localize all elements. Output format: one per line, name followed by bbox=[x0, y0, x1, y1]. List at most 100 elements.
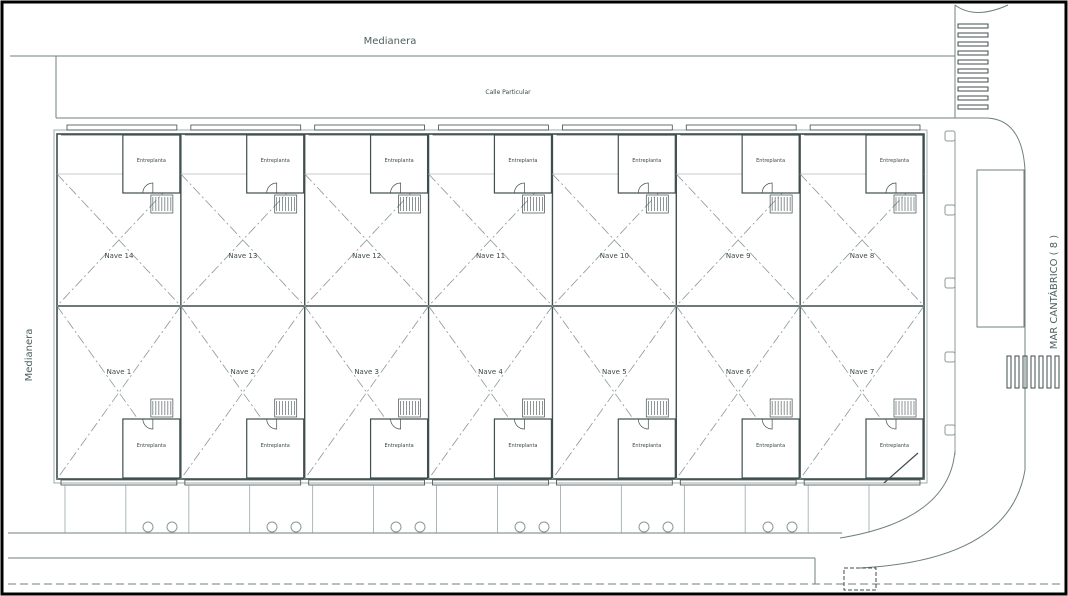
mezzanine-box-top bbox=[122, 134, 181, 194]
street-tree-bottom bbox=[538, 521, 550, 533]
bottom-facade-segment bbox=[556, 479, 673, 486]
staircase-top bbox=[274, 194, 298, 214]
door-swing bbox=[885, 418, 897, 430]
street-tree-bottom bbox=[514, 521, 526, 533]
nave-label-top: Nave 8 bbox=[850, 252, 875, 260]
crosswalk-stripe-right bbox=[1038, 355, 1044, 389]
street-tree-bottom bbox=[390, 521, 402, 533]
left-street-label: Medianera bbox=[24, 329, 35, 382]
crosswalks bbox=[843, 23, 1060, 591]
staircase-top bbox=[893, 194, 917, 214]
door-swing bbox=[266, 418, 278, 430]
door-swing bbox=[142, 418, 154, 430]
roof-diagonal bbox=[428, 173, 553, 307]
street-tree-bottom bbox=[786, 521, 798, 533]
stair-frame bbox=[645, 194, 669, 214]
mezzanine-box-top bbox=[617, 134, 676, 194]
staircase-bottom bbox=[522, 398, 545, 418]
door-swing bbox=[266, 182, 278, 194]
staircase-top bbox=[522, 194, 545, 214]
door-swing bbox=[142, 182, 154, 194]
stair-frame bbox=[645, 398, 669, 418]
street-tree-bottom bbox=[290, 521, 302, 533]
street-tree-bottom bbox=[142, 521, 154, 533]
mezzanine-box-top bbox=[865, 134, 924, 194]
nave-label-top: Nave 12 bbox=[352, 252, 381, 260]
bottom-facade-segment bbox=[60, 479, 178, 486]
crosswalk-stripe-top bbox=[957, 32, 989, 38]
staircase-bottom bbox=[769, 398, 793, 418]
street-tree-right bbox=[944, 277, 956, 289]
mezzanine-label-top: Entreplanta bbox=[137, 158, 166, 164]
mezzanine-box-top bbox=[741, 134, 800, 194]
door-swing bbox=[514, 182, 525, 194]
top-facade-segment bbox=[438, 124, 549, 131]
stair-frame bbox=[274, 194, 298, 214]
stair-frame bbox=[893, 194, 917, 214]
mezzanine-label-bottom: Entreplanta bbox=[632, 443, 661, 449]
crosswalk-stripe-right bbox=[1030, 355, 1036, 389]
bottom-facade-segment bbox=[308, 479, 425, 486]
mezzanine-label-top: Entreplanta bbox=[632, 158, 661, 164]
staircase-bottom bbox=[274, 398, 298, 418]
nave-label-bottom: Nave 6 bbox=[726, 368, 751, 376]
roof-diagonal bbox=[675, 173, 801, 307]
street-tree-right bbox=[944, 130, 956, 142]
bottom-facade-segment bbox=[803, 479, 921, 486]
nave-label-bottom: Nave 1 bbox=[107, 368, 132, 376]
door-swing bbox=[885, 182, 897, 194]
street-tree-right bbox=[944, 424, 956, 436]
door-swing bbox=[390, 182, 401, 194]
roof-diagonal bbox=[304, 173, 429, 307]
staircase-top bbox=[645, 194, 669, 214]
stair-frame bbox=[150, 194, 174, 214]
crosswalk-stripe-right bbox=[1022, 355, 1028, 389]
stair-frame bbox=[398, 398, 421, 418]
door-swing bbox=[514, 418, 525, 430]
staircase-bottom bbox=[893, 398, 917, 418]
crosswalk-stripe-top bbox=[957, 77, 989, 83]
nave-label-top: Nave 14 bbox=[104, 252, 134, 260]
nave-label-top: Nave 9 bbox=[726, 252, 751, 260]
street-tree-bottom bbox=[638, 521, 650, 533]
top-facade-segment bbox=[66, 124, 178, 131]
stair-frame bbox=[769, 194, 793, 214]
crosswalk-stripe-right bbox=[1054, 355, 1060, 389]
nave-label-bottom: Nave 4 bbox=[478, 368, 503, 376]
mezzanine-label-top: Entreplanta bbox=[508, 158, 537, 164]
top-facade-segment bbox=[562, 124, 673, 131]
mezzanine-label-top: Entreplanta bbox=[261, 158, 290, 164]
street-tree-bottom bbox=[662, 521, 674, 533]
mezzanine-box-top bbox=[493, 134, 553, 194]
corner-curve-top bbox=[954, 4, 1009, 13]
door-swing bbox=[637, 418, 649, 430]
door-swing bbox=[637, 182, 649, 194]
roof-diagonal bbox=[799, 173, 925, 307]
private-road-label: Calle Particular bbox=[485, 89, 531, 96]
staircase-bottom bbox=[645, 398, 669, 418]
right-street-label: MAR CANTÁBRICO ( 8 ) bbox=[1047, 235, 1060, 349]
mezzanine-box-top bbox=[369, 134, 429, 194]
top-facade-segment bbox=[809, 124, 921, 131]
mezzanine-label-top: Entreplanta bbox=[756, 158, 785, 164]
stair-frame bbox=[522, 398, 545, 418]
street-tree-bottom bbox=[166, 521, 178, 533]
mezzanine-label-bottom: Entreplanta bbox=[261, 443, 290, 449]
site-outline bbox=[8, 4, 1060, 585]
street-tree-bottom bbox=[762, 521, 774, 533]
mezzanine-label-bottom: Entreplanta bbox=[137, 443, 166, 449]
mezzanine-label-top: Entreplanta bbox=[385, 158, 414, 164]
stair-frame bbox=[522, 194, 545, 214]
mezzanine-box-top bbox=[246, 134, 305, 194]
mezzanine-label-bottom: Entreplanta bbox=[880, 443, 909, 449]
top-facade-segment bbox=[314, 124, 425, 131]
crosswalk-stripe-top bbox=[957, 68, 989, 74]
inner-sidewalk-curve bbox=[839, 449, 956, 539]
nave-label-top: Nave 10 bbox=[600, 252, 629, 260]
crosswalk-stripe-top bbox=[957, 50, 989, 56]
crosswalk-stripe-top bbox=[957, 23, 989, 29]
crosswalk-stripe-top bbox=[957, 104, 989, 110]
stair-frame bbox=[150, 398, 174, 418]
